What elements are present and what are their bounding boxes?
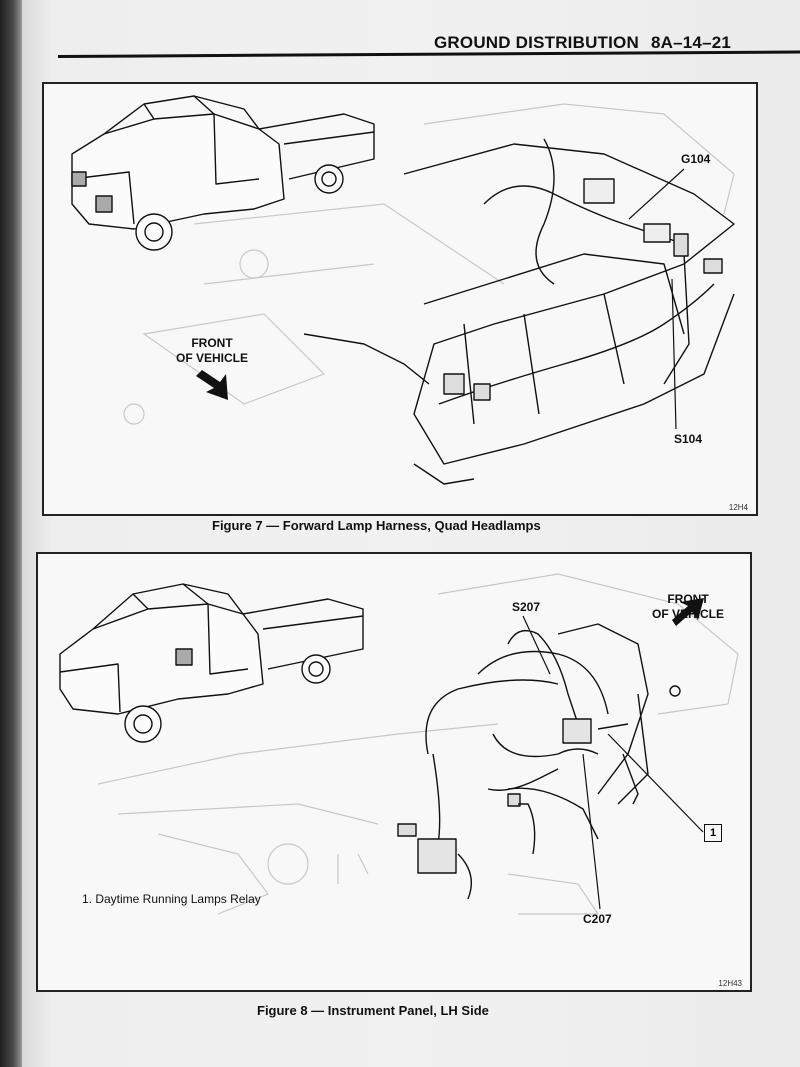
- front-direction-arrow: [196, 370, 228, 400]
- figure-7-caption: Figure 7 — Forward Lamp Harness, Quad He…: [212, 518, 541, 533]
- s104-label: S104: [674, 432, 703, 446]
- harness-drawing: [303, 138, 735, 485]
- pickup-truck-drawing: [59, 583, 364, 743]
- forward-lamp-harness-illustration: [71, 95, 735, 485]
- section-title: GROUND DISTRIBUTION: [434, 33, 639, 52]
- front-of-vehicle-label: FRONT OF VEHICLE: [175, 336, 248, 365]
- callout-box: 1: [704, 824, 722, 842]
- instrument-panel-illustration: [59, 573, 739, 915]
- figure-8-panel: S207 C207 FRONT OF VEHICLE 1 1. Daytime …: [36, 552, 752, 992]
- front-direction-arrow: [672, 598, 704, 626]
- page-number: 8A–14–21: [650, 33, 732, 52]
- figure-7-code: 12H4: [728, 503, 748, 512]
- legend-item: 1. Daytime Running Lamps Relay: [82, 892, 261, 906]
- page-header: GROUND DISTRIBUTION 8A–14–21: [434, 33, 731, 53]
- c207-label: C207: [583, 912, 612, 926]
- figure-8-caption: Figure 8 — Instrument Panel, LH Side: [257, 1003, 489, 1018]
- harness-drawing: [397, 623, 681, 900]
- figure-7-panel: G104 S104 FRONT OF VEHICLE 12H4: [42, 82, 758, 516]
- figure-8-code: 12H43: [718, 979, 742, 988]
- manual-page: GROUND DISTRIBUTION 8A–14–21: [22, 0, 800, 1067]
- pickup-truck-drawing: [71, 95, 375, 251]
- s207-label: S207: [512, 600, 541, 614]
- g104-label: G104: [681, 152, 711, 166]
- book-binding: [0, 0, 22, 1067]
- front-of-vehicle-label: FRONT OF VEHICLE: [651, 592, 724, 621]
